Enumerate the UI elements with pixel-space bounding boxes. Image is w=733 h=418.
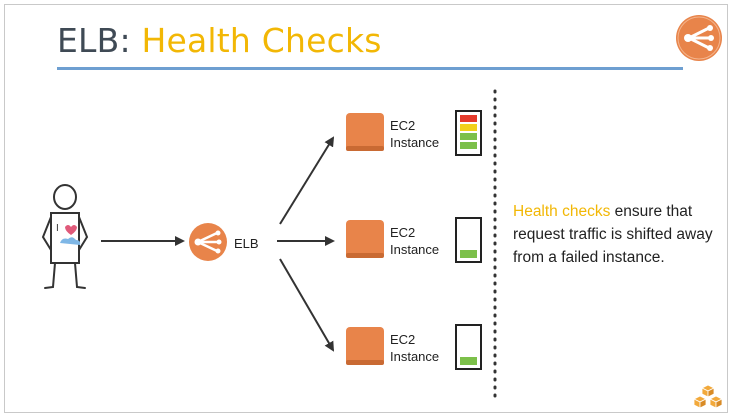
ec2-label-line2: Instance [390, 242, 440, 257]
arrow-elb-to-instance-1 [279, 136, 335, 225]
aws-logo-icon [693, 384, 723, 409]
user-icon: I [41, 184, 89, 289]
ec2-label-line1: EC2 [390, 332, 416, 347]
title-accent: Health Checks [141, 21, 382, 60]
health-meter-icon [455, 110, 482, 156]
elb-logo-icon [676, 15, 722, 61]
note-highlight: Health checks [513, 203, 611, 220]
diagram-canvas: I [41, 89, 497, 403]
slide: ELB: Health Checks I [4, 4, 728, 413]
svg-text:I: I [56, 223, 59, 234]
ec2-instance-icon [346, 220, 384, 258]
health-meter-icon [455, 217, 482, 263]
ec2-label-2: EC2 Instance [390, 224, 439, 258]
title-prefix: ELB: [57, 21, 142, 60]
ec2-label-3: EC2 Instance [390, 331, 439, 365]
ec2-instance-icon [346, 327, 384, 365]
note-text: ensure that request traffic is shifted a… [513, 203, 713, 266]
ec2-label-1: EC2 Instance [390, 117, 439, 151]
elb-label: ELB [234, 236, 259, 251]
title-underline [57, 67, 683, 70]
elb-icon [189, 223, 227, 261]
ec2-label-line1: EC2 [390, 118, 416, 133]
page-title: ELB: Health Checks [57, 21, 382, 60]
ec2-label-line2: Instance [390, 135, 440, 150]
health-meter-icon [455, 324, 482, 370]
ec2-label-line2: Instance [390, 349, 440, 364]
ec2-instance-icon [346, 113, 384, 151]
health-check-note: Health checks ensure that request traffi… [513, 200, 723, 269]
arrow-elb-to-instance-3 [279, 258, 335, 352]
ec2-label-line1: EC2 [390, 225, 416, 240]
